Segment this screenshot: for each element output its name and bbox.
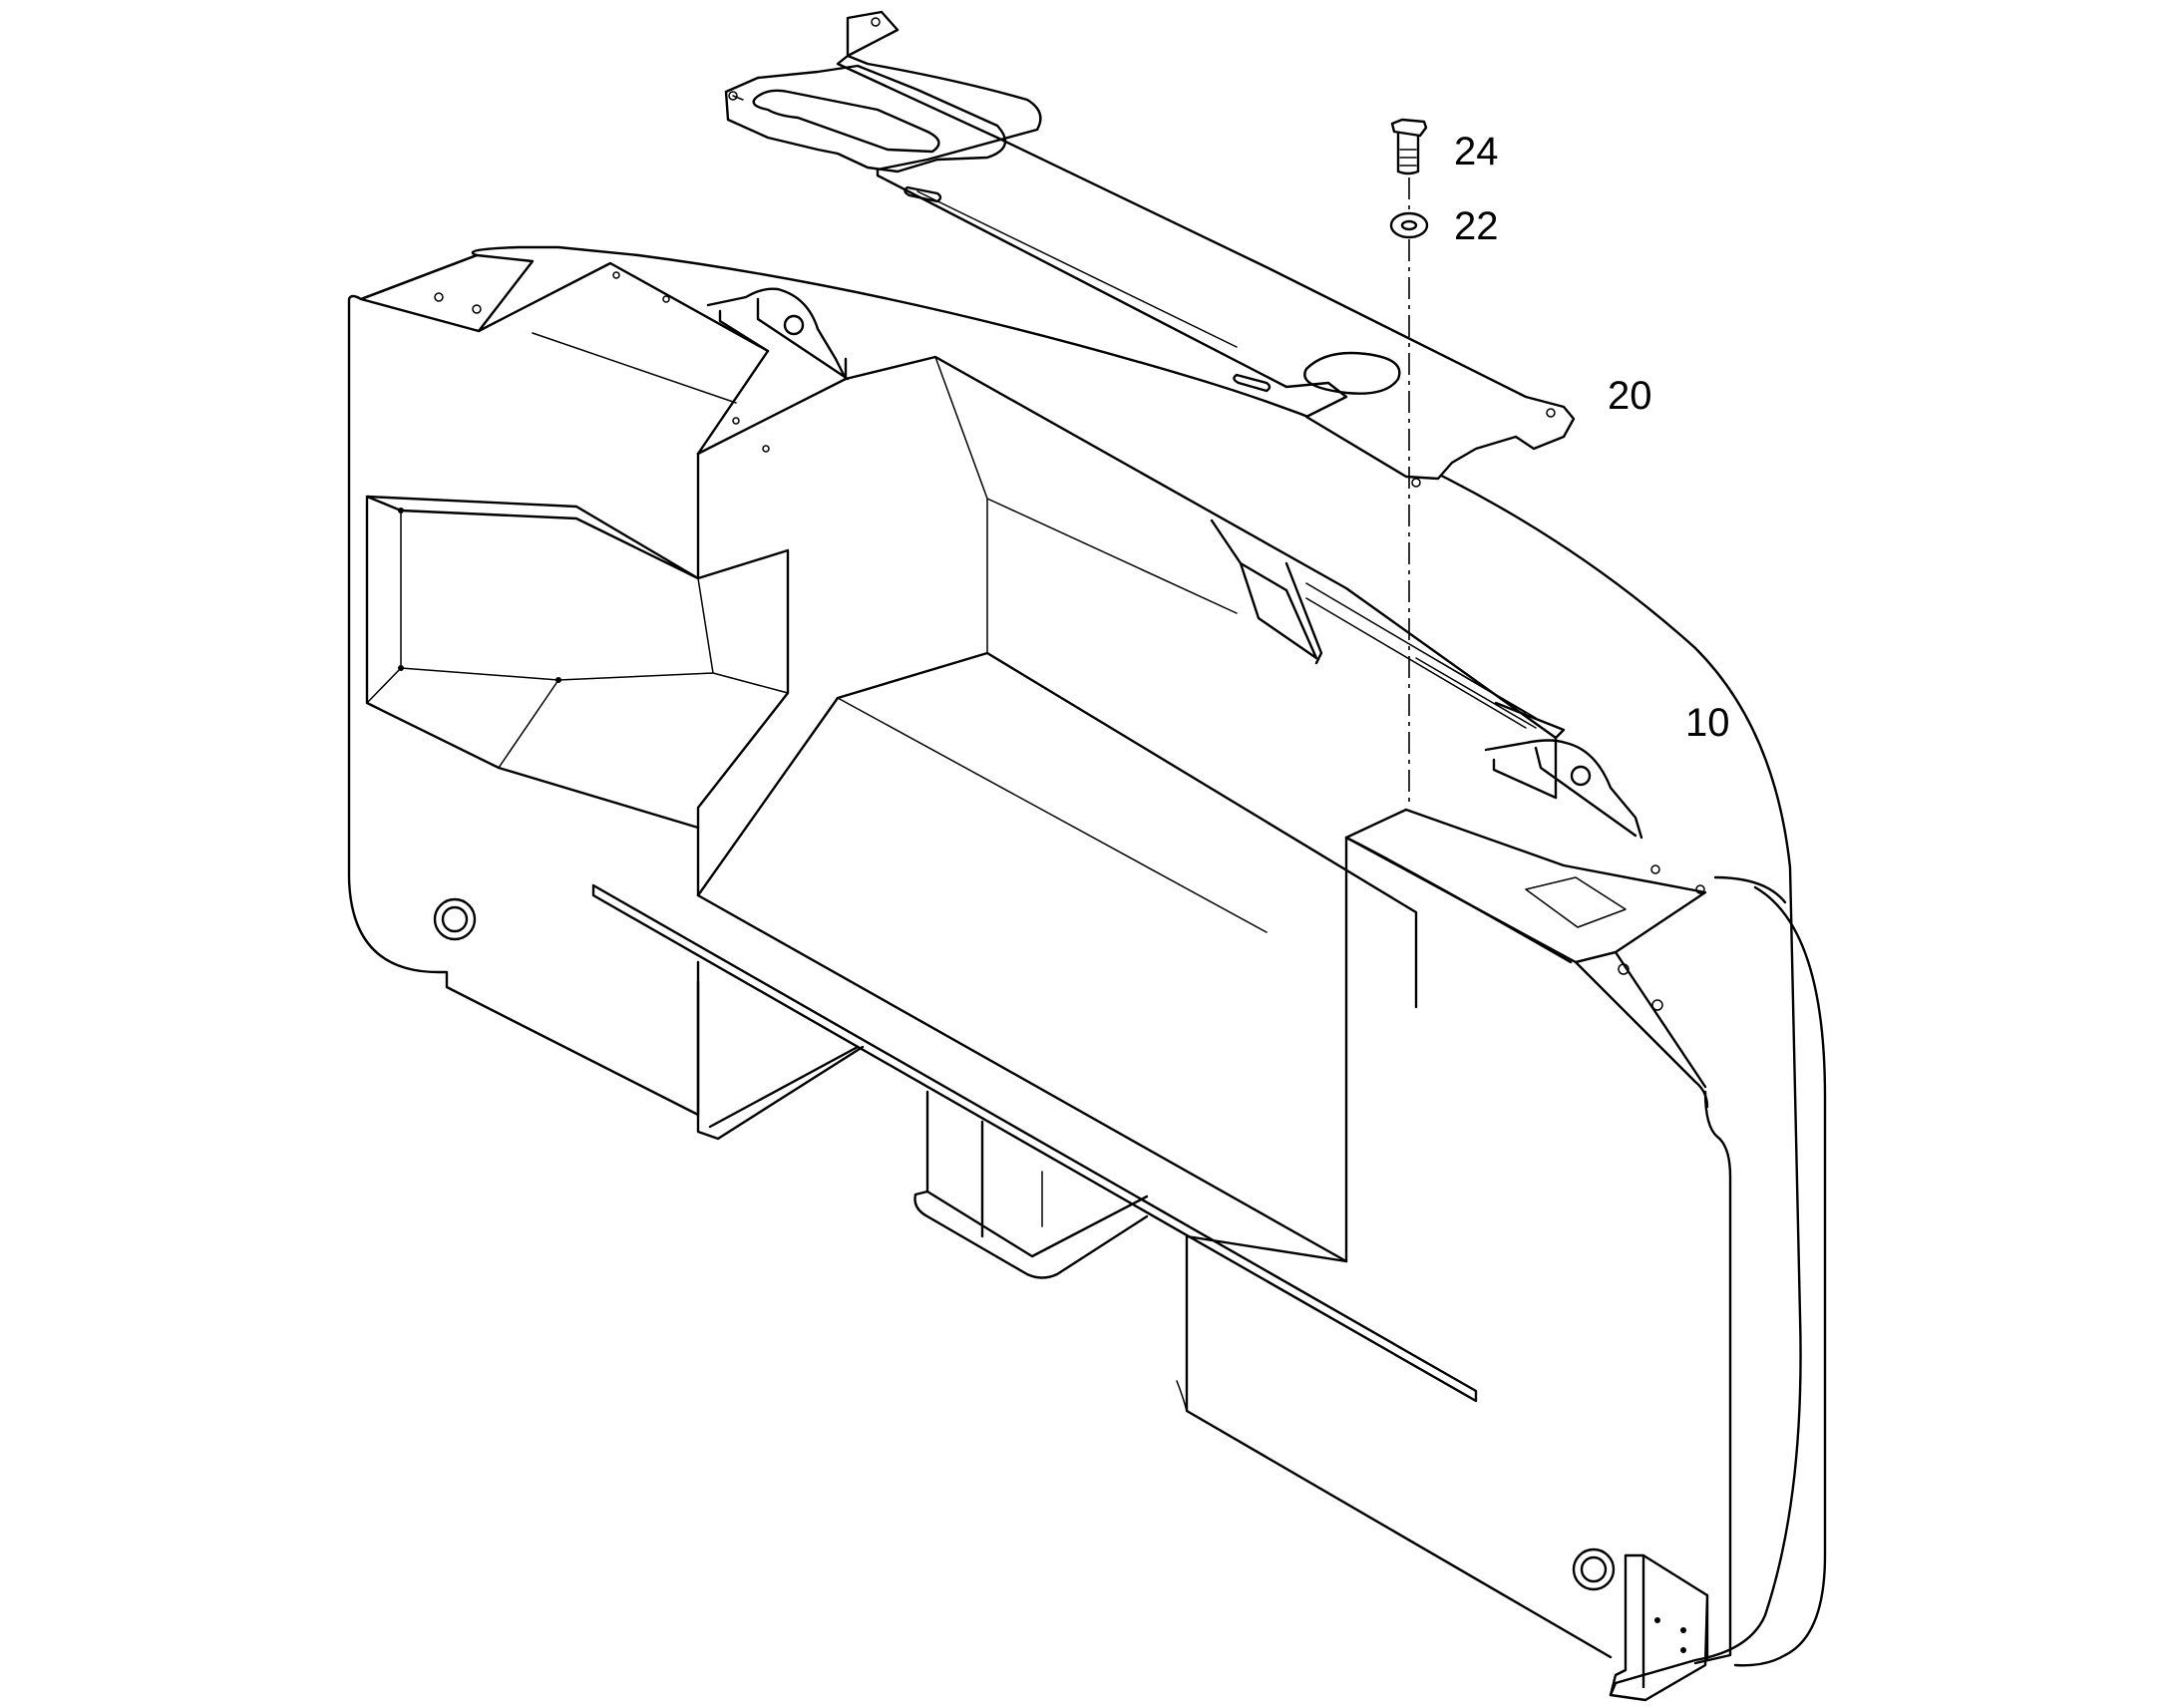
right-top-inner-edge xyxy=(1574,950,1709,1109)
channel-left-wall xyxy=(696,826,1348,1263)
central-channel-outline xyxy=(696,355,1558,800)
bolt-hole xyxy=(1546,408,1556,418)
inner-slot xyxy=(1305,582,1537,729)
left-window-recess xyxy=(365,495,700,830)
bolt xyxy=(1390,118,1428,175)
bolt-hole xyxy=(1650,864,1660,874)
vertex-dot xyxy=(1680,1627,1686,1633)
bolt-hole xyxy=(662,295,670,303)
right-front-plate xyxy=(1344,836,1573,1263)
bolt-hole xyxy=(728,91,738,101)
cover-plate xyxy=(724,10,1576,488)
bottom-right-bracket xyxy=(1609,1553,1709,1702)
lifting-lug-right xyxy=(1484,739,1643,840)
bolt-hole xyxy=(732,417,740,425)
bolt-head xyxy=(1390,118,1428,138)
top-crown-edge xyxy=(471,245,1802,1697)
cover-plate-slot-b xyxy=(1233,373,1272,393)
right-lower-edge xyxy=(1176,1380,1188,1412)
left-lower-panel xyxy=(696,960,865,1141)
bolt-hole xyxy=(1695,884,1705,894)
inner-rim xyxy=(1494,701,1566,740)
cover-plate-outline xyxy=(836,10,1576,481)
right-shell-side xyxy=(1693,875,1787,1665)
left-window-facets xyxy=(366,510,789,769)
vertex-dot xyxy=(1654,1617,1660,1623)
counterweight-body xyxy=(347,245,1827,1702)
callout-20: 20 xyxy=(1608,374,1652,418)
right-lower-face xyxy=(1185,1234,1613,1659)
threaded-boss-right xyxy=(1572,1547,1616,1591)
callout-24: 24 xyxy=(1454,130,1499,173)
bolt-hole xyxy=(612,271,620,279)
left-box-inner-line xyxy=(532,332,737,404)
center-foot xyxy=(913,1090,1149,1279)
threaded-boss-left xyxy=(433,897,477,941)
callout-22: 22 xyxy=(1454,204,1499,248)
bolt-hole xyxy=(762,445,770,453)
vertex-dot xyxy=(555,677,561,683)
inner-bracket xyxy=(1210,518,1323,665)
bolt-hole xyxy=(434,292,444,302)
bolt-hole xyxy=(1618,963,1630,975)
right-top-label-plate xyxy=(1525,876,1627,928)
left-outer-face xyxy=(347,253,700,1117)
washer-ring xyxy=(1389,211,1429,239)
bolt-hole xyxy=(1411,478,1421,488)
cover-plate-slot-a xyxy=(904,185,942,203)
lifting-lug-left xyxy=(706,287,850,381)
bolt-hole xyxy=(1651,999,1663,1011)
vertex-dot xyxy=(1680,1647,1686,1653)
cover-plate-left-slot xyxy=(732,95,744,101)
bolt-shank xyxy=(1396,132,1420,175)
threaded-boss-left-inner xyxy=(441,905,469,933)
bolt-hole xyxy=(472,304,482,314)
callout-10: 10 xyxy=(1685,701,1730,745)
right-top-block xyxy=(1344,808,1707,964)
left-top-box xyxy=(477,261,770,456)
upper-rail xyxy=(591,883,1478,1403)
cover-plate-keyhole-slot xyxy=(752,89,940,154)
vertex-dot xyxy=(398,508,404,513)
central-channel-floor xyxy=(696,651,1418,1009)
vertex-dot xyxy=(398,665,404,671)
left-top-block xyxy=(359,253,535,333)
threaded-boss-right-inner xyxy=(1580,1555,1608,1583)
bolt-hole xyxy=(871,17,881,27)
washer xyxy=(1389,211,1429,239)
lug-hole xyxy=(1570,765,1592,787)
right-back-shell xyxy=(1733,885,1827,1667)
washer-hole xyxy=(1400,219,1418,231)
cover-plate-fold-line xyxy=(916,190,1238,348)
cover-plate-left-cutout xyxy=(724,64,1007,173)
bolt-threads xyxy=(1399,149,1417,167)
lug-hole xyxy=(783,314,805,336)
central-channel-facets xyxy=(837,356,1268,933)
cover-plate-oval-hole xyxy=(1303,351,1401,395)
left-box-front xyxy=(696,452,790,830)
